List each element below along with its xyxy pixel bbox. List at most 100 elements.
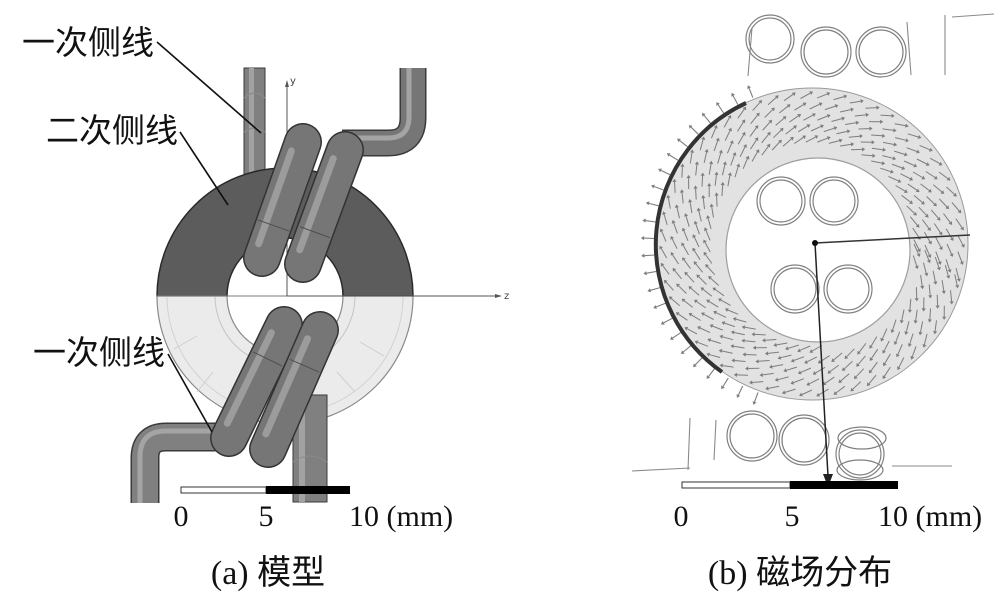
wire-outer-ring	[778, 414, 830, 466]
field-arrow-shaft	[793, 356, 805, 361]
field-arrow-head	[793, 125, 797, 130]
field-arrow-shaft	[898, 357, 905, 368]
field-arrow-head	[659, 245, 663, 250]
wire-outer-ring	[726, 410, 778, 462]
field-arrow-shaft	[712, 325, 723, 331]
coil-turn	[284, 131, 364, 283]
field-arrow-head	[704, 227, 708, 232]
field-arrow-head	[670, 252, 675, 256]
field-arrow-shaft	[881, 328, 888, 339]
field-arrow-head	[933, 330, 938, 335]
field-arrow-shaft	[923, 262, 927, 274]
field-arrow-head	[926, 259, 931, 264]
field-arrow-head	[869, 357, 874, 361]
field-arrow-shaft	[773, 129, 782, 139]
field-arrow-head	[645, 201, 650, 206]
field-arrow-shaft	[775, 117, 785, 126]
field-arrow-head	[708, 276, 712, 280]
field-arrow-head	[903, 189, 908, 193]
field-arrow-shaft	[710, 277, 720, 286]
field-arrow-shaft	[671, 238, 678, 249]
field-arrow-shaft	[934, 320, 937, 332]
field-arrow-shaft	[778, 105, 789, 114]
field-arrow-shaft	[711, 206, 714, 218]
field-arrow-head	[880, 119, 884, 124]
field-arrow-shaft	[912, 255, 918, 267]
field-arrow-shaft	[836, 130, 848, 135]
field-arrow-shaft	[786, 366, 798, 371]
wire-outer-ring	[835, 429, 885, 479]
wire-cross-section	[809, 176, 859, 226]
field-arrow-shaft	[845, 122, 857, 125]
field-arrow-head	[696, 207, 701, 212]
field-arrow-head	[688, 313, 693, 317]
field-arrow-head	[766, 143, 771, 148]
field-arrow-shaft	[933, 223, 941, 233]
field-arrow-shaft	[817, 115, 828, 121]
field-arrow-shaft	[708, 368, 716, 377]
coil-body	[285, 132, 363, 282]
y-axis-arrowhead	[285, 80, 289, 87]
field-arrow-head	[741, 325, 746, 330]
field-arrow-head	[812, 371, 817, 375]
wire-oblique-section	[836, 459, 884, 481]
field-arrow-shaft	[768, 385, 780, 389]
field-arrow-head	[953, 192, 957, 197]
field-arrow-head	[917, 135, 922, 139]
field-arrow-shaft	[957, 251, 963, 263]
field-arrow-head	[921, 308, 926, 312]
wire-cross-sections-inner	[756, 176, 873, 314]
callout-primary-lower: 一次侧线	[33, 333, 165, 372]
field-arrow-head	[701, 195, 706, 199]
field-arrow-shaft	[765, 339, 777, 341]
field-arrow-shaft	[903, 160, 915, 166]
field-arrow-shaft	[828, 140, 840, 144]
field-arrow-head	[797, 114, 802, 118]
field-arrow-head	[890, 169, 894, 174]
field-arrow-shaft	[884, 353, 891, 364]
field-arrow-shaft	[681, 192, 684, 204]
field-arrow-head	[790, 380, 795, 385]
field-arrow-head	[882, 147, 886, 152]
field-arrow-shaft	[703, 151, 708, 163]
field-arrow-head	[959, 261, 964, 265]
field-arrow-shaft	[892, 319, 897, 331]
wire-outer-ring	[770, 264, 820, 314]
field-arrow-head	[741, 119, 746, 124]
field-arrow-head	[850, 107, 854, 112]
field-arrow-head	[721, 321, 726, 326]
field-arrow-shaft	[679, 140, 688, 148]
pipe-seam	[292, 455, 328, 463]
field-arrow-shaft	[858, 342, 867, 353]
field-arrow-head	[960, 226, 964, 231]
field-arrow-head	[745, 366, 749, 371]
field-arrow-shaft	[797, 125, 808, 133]
field-arrow-head	[774, 95, 779, 99]
field-arrow-shaft	[678, 313, 688, 321]
secondary-lead-upper-right	[342, 68, 427, 157]
field-arrow-shaft	[835, 385, 846, 394]
field-arrow-head	[736, 394, 741, 398]
field-arrow-shaft	[954, 274, 958, 286]
field-arrow-head	[653, 305, 657, 309]
field-arrow-shaft	[854, 114, 866, 117]
field-arrow-shaft	[690, 287, 700, 296]
field-arrow-head	[806, 382, 811, 386]
wire-inner-ring	[826, 267, 870, 311]
field-arrow-head	[727, 115, 732, 119]
field-arrow-shaft	[714, 288, 725, 297]
field-arrow-head	[799, 392, 803, 397]
field-arrow-head	[891, 113, 895, 118]
field-arrow-head	[920, 285, 925, 290]
field-arrow-shaft	[713, 140, 719, 152]
field-arrow-head	[809, 91, 813, 95]
primary-core-mesh-lines	[173, 335, 385, 393]
field-arrow-shaft	[754, 333, 766, 336]
reference-line-vertical	[814, 242, 829, 477]
field-arrow-shaft	[840, 373, 850, 382]
field-arrow-head	[853, 375, 858, 380]
field-arrow-head	[732, 317, 737, 322]
field-arrow-shaft	[865, 107, 877, 109]
field-arrow-shaft	[895, 331, 901, 343]
field-arrow-shaft	[686, 273, 695, 283]
